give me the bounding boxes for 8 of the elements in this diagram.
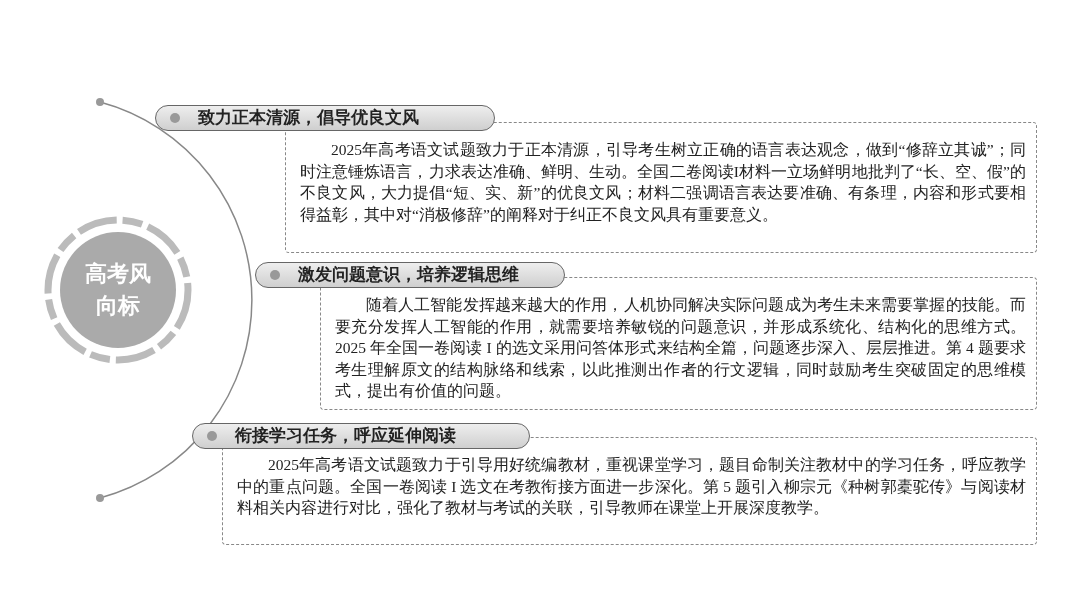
heading-text: 衔接学习任务，呼应延伸阅读 bbox=[235, 425, 456, 445]
body-paragraph: 2025年高考语文试题致力于正本清源，引导考生树立正确的语言表达观念，做到“修辞立其诚”；同时注意锤炼语言，力求表达准确、鲜明、生动。全国二卷阅读I材料一立场鲜明地批判了“长、空、假”的不良文风，大力提倡“短、实、新”的优良文风；材料二强调语言表达要准确、有条理，内容和形式要相得益彰，其中对“消极修辞”的阐释对于纠正不良文风具有重要意义。 bbox=[300, 140, 1026, 225]
title-circle bbox=[42, 214, 194, 366]
body-paragraph: 随着人工智能发挥越来越大的作用，人机协同解决实际问题成为考生未来需要掌握的技能。而要充分发挥人工智能的作用，就需要培养敏锐的问题意识，并形成系统化、结构化的思维方式。2025 年全国一卷阅读 I 的选文采用问答体形式来结构全篇，问题逐步深入、层层推进。第 4 题要求考生理解原文的结构脉络和线索，以此推测出作者的行文逻辑，同时鼓励考生突破固定的思维模式，提出有价值的问题。 bbox=[335, 295, 1026, 401]
body-paragraph: 2025年高考语文试题致力于引导用好统编教材，重视课堂学习，题目命制关注教材中的学习任务，呼应教学中的重点问题。全国一卷阅读 I 选文在考教衔接方面进一步深化。第 5 题引入柳宗元《种树郭橐驼传》与阅读材料相关内容进行对比，强化了教材与考试的关联，引导教师在课堂上开展深度教学。 bbox=[237, 455, 1026, 518]
heading-text: 致力正本清源，倡导优良文风 bbox=[198, 107, 419, 127]
heading-text: 激发问题意识，培养逻辑思维 bbox=[298, 264, 519, 284]
title-text: 高考风向标 bbox=[85, 260, 151, 320]
